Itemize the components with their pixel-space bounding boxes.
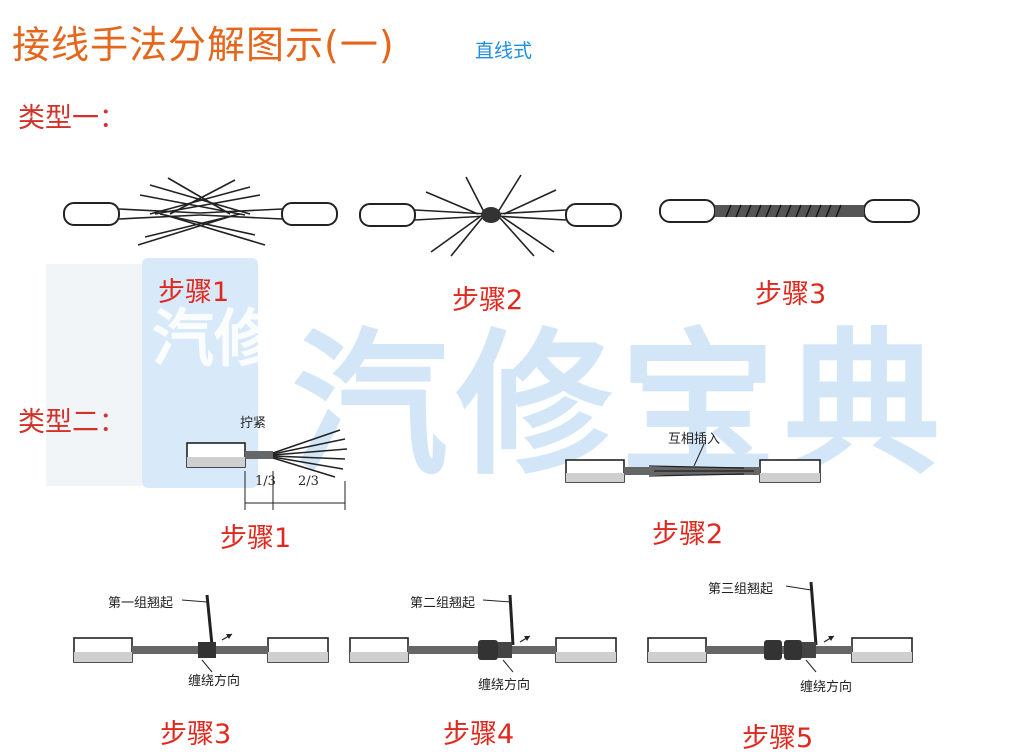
type2-step2-label: 步骤2 <box>652 519 724 550</box>
type2-step5-figure <box>647 581 913 673</box>
type2-step4-figure <box>349 594 617 673</box>
type2-label: 类型二： <box>18 407 126 438</box>
type2-step3-note-bottom: 缠绕方向 <box>188 674 241 689</box>
type2-step1-label: 步骤1 <box>220 523 292 554</box>
type1-step2-label: 步骤2 <box>452 285 524 316</box>
type1-step3-label: 步骤3 <box>755 279 827 310</box>
type2-step1-figure <box>186 429 348 510</box>
type1-label: 类型一： <box>18 103 126 134</box>
type2-step3-figure <box>73 594 329 673</box>
type1-step1-figure <box>63 177 338 246</box>
watermark-badge-text: 汽修 <box>152 302 277 375</box>
type2-step3-label: 步骤3 <box>160 719 232 750</box>
type2-step1-fraction-2: 2/3 <box>298 474 319 489</box>
page-subtitle: 直线式 <box>475 40 533 62</box>
watermark-faint-panel <box>46 264 142 486</box>
type2-step5-label: 步骤5 <box>742 723 814 754</box>
type2-step5-note-top: 第三组翘起 <box>708 582 774 597</box>
type2-step1-note: 拧紧 <box>240 416 267 431</box>
type1-step2-figure <box>359 174 622 257</box>
type2-step2-note: 互相插入 <box>668 432 721 447</box>
type2-step5-note-bottom: 缠绕方向 <box>800 680 853 695</box>
page-title: 接线手法分解图示(一) <box>12 23 395 67</box>
type2-step1-fraction-1: 1/3 <box>255 474 276 489</box>
type1-step3-figure <box>659 199 920 223</box>
type2-step3-note-top: 第一组翘起 <box>108 596 174 611</box>
type1-step1-label: 步骤1 <box>158 277 230 308</box>
type2-step4-note-bottom: 缠绕方向 <box>478 678 531 693</box>
type2-step2-figure <box>565 443 821 483</box>
type2-step4-note-top: 第二组翘起 <box>410 596 476 611</box>
type2-step4-label: 步骤4 <box>443 719 515 750</box>
